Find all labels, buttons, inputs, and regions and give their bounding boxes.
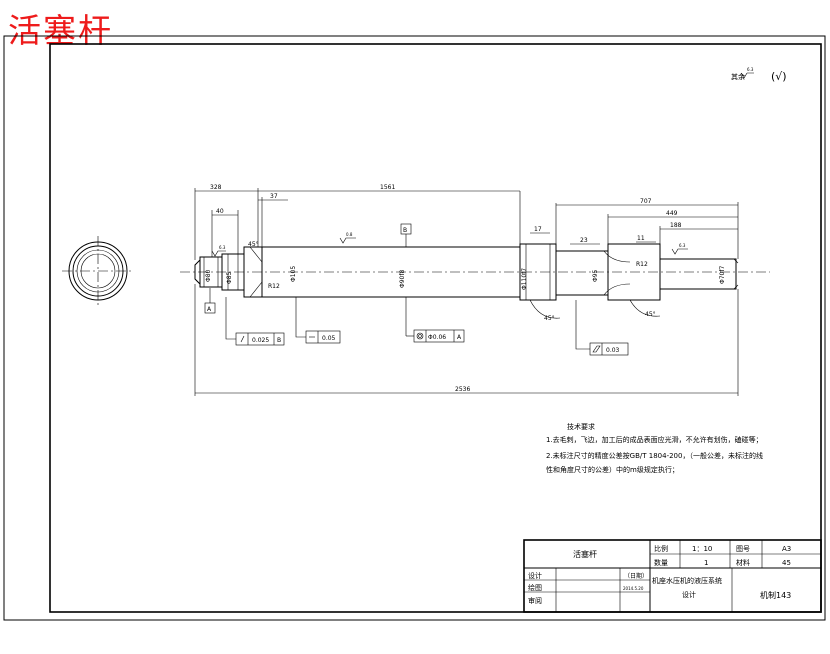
svg-text:A3: A3 [782, 545, 791, 553]
svg-text:绘图: 绘图 [528, 583, 542, 592]
datum-a: A [204, 288, 216, 314]
svg-text:A: A [457, 334, 462, 341]
tech-line-1: 1.去毛刺，飞边，加工后的成品表面应光滑，不允许有划伤，磕碰等； [546, 435, 763, 444]
dim-188: 188 [670, 222, 682, 229]
svg-text:0.025: 0.025 [252, 337, 269, 344]
tech-line-3: 性和角度尺寸的公差）中的m级规定执行； [546, 465, 679, 474]
svg-text:0.8: 0.8 [346, 232, 353, 237]
chamfer-arc-a [529, 299, 561, 319]
svg-text:B: B [277, 337, 281, 344]
svg-text:审阅: 审阅 [528, 596, 542, 605]
svg-text:比例: 比例 [654, 544, 668, 553]
chamfer-arc-b [629, 299, 661, 317]
svg-text:Φ0.06: Φ0.06 [428, 334, 446, 341]
svg-text:设计: 设计 [682, 590, 696, 599]
svg-text:图号: 图号 [736, 545, 750, 553]
svg-text:机座水压机的液压系统: 机座水压机的液压系统 [652, 576, 722, 585]
svg-text:1: 1 [704, 559, 708, 567]
dim-chamfer-a: 45° [544, 315, 555, 322]
dim-707: 707 [640, 198, 652, 205]
svg-text:设计: 设计 [528, 571, 542, 580]
roughness-symbols: 6.3 0.8 6.3 [211, 232, 688, 257]
dim-dia-main: Φ90f8 [399, 270, 406, 288]
drawing-frame [49, 43, 822, 613]
svg-text:0.03: 0.03 [606, 347, 620, 354]
svg-text:6.3: 6.3 [219, 245, 226, 250]
svg-text:其余: 其余 [731, 72, 745, 81]
dim-17: 17 [534, 226, 542, 233]
svg-text:B: B [403, 227, 407, 234]
svg-text:45: 45 [782, 559, 791, 567]
tolerance-straightness: 0.05 [295, 297, 341, 344]
dim-37: 37 [270, 193, 278, 200]
svg-text:机制143: 机制143 [760, 590, 791, 600]
dim-chamfer-b: 45° [645, 311, 656, 318]
sheet-outer-border [3, 35, 826, 621]
tb-part-name: 活塞杆 [573, 549, 597, 559]
dim-40: 40 [216, 208, 224, 215]
dim-449: 449 [666, 210, 678, 217]
dim-1561: 1561 [380, 184, 395, 191]
svg-text:(√): (√) [771, 70, 787, 83]
dim-radius-right: R12 [636, 261, 648, 268]
page-title: 活塞杆 [8, 11, 113, 50]
svg-text:6.3: 6.3 [747, 67, 754, 72]
tech-requirements: 技术要求 1.去毛刺，飞边，加工后的成品表面应光滑，不允许有划伤，磕碰等； 2.… [546, 422, 763, 474]
tolerance-runout: 0.025 B [225, 297, 285, 346]
tolerance-cylindricity: 0.03 [575, 300, 629, 356]
svg-text:材料: 材料 [736, 558, 750, 567]
dim-dia-piston: Φ110f7 [521, 268, 528, 290]
tech-heading: 技术要求 [567, 422, 595, 431]
tolerance-coaxiality: Φ0.06 A [405, 297, 465, 343]
dim-dia-mid: Φ95 [592, 269, 599, 282]
dim-dia-right: Φ70f7 [719, 266, 726, 284]
piston-rod-outline [194, 243, 739, 301]
svg-text:0.05: 0.05 [322, 335, 336, 342]
title-block: 活塞杆 比例 1：10 图号 A3 数量 1 材料 45 设计 绘图 审阅 （日… [523, 539, 822, 613]
dim-11: 11 [637, 235, 645, 242]
datum-b: B [400, 223, 412, 247]
dim-23: 23 [580, 237, 588, 244]
dim-dia-left: Φ80 [205, 269, 212, 282]
svg-text:A: A [207, 306, 212, 313]
dim-dia-neck: Φ105 [290, 266, 297, 282]
dim-2536: 2536 [455, 386, 470, 393]
dim-chamfer-left: 45° [248, 241, 259, 248]
svg-text:（日期）: （日期） [624, 572, 648, 580]
general-roughness-note: 其余 6.3 (√) [731, 67, 787, 83]
svg-text:2014.5.20: 2014.5.20 [623, 586, 644, 591]
svg-text:1：10: 1：10 [692, 545, 712, 553]
tech-line-2: 2.未标注尺寸的精度公差按GB/T 1804-200，（一般公差，未标注的线 [546, 451, 763, 460]
dim-dia-shoulder: Φ85 [226, 271, 233, 284]
svg-text:6.3: 6.3 [679, 243, 686, 248]
dimension-texts: 328 37 1561 40 707 449 188 17 23 11 2536… [205, 184, 726, 393]
svg-text:数量: 数量 [654, 558, 668, 567]
end-view [62, 236, 134, 306]
dimension-lines [194, 188, 739, 396]
dim-radius-left: R12 [268, 283, 280, 290]
dim-328: 328 [210, 184, 222, 191]
